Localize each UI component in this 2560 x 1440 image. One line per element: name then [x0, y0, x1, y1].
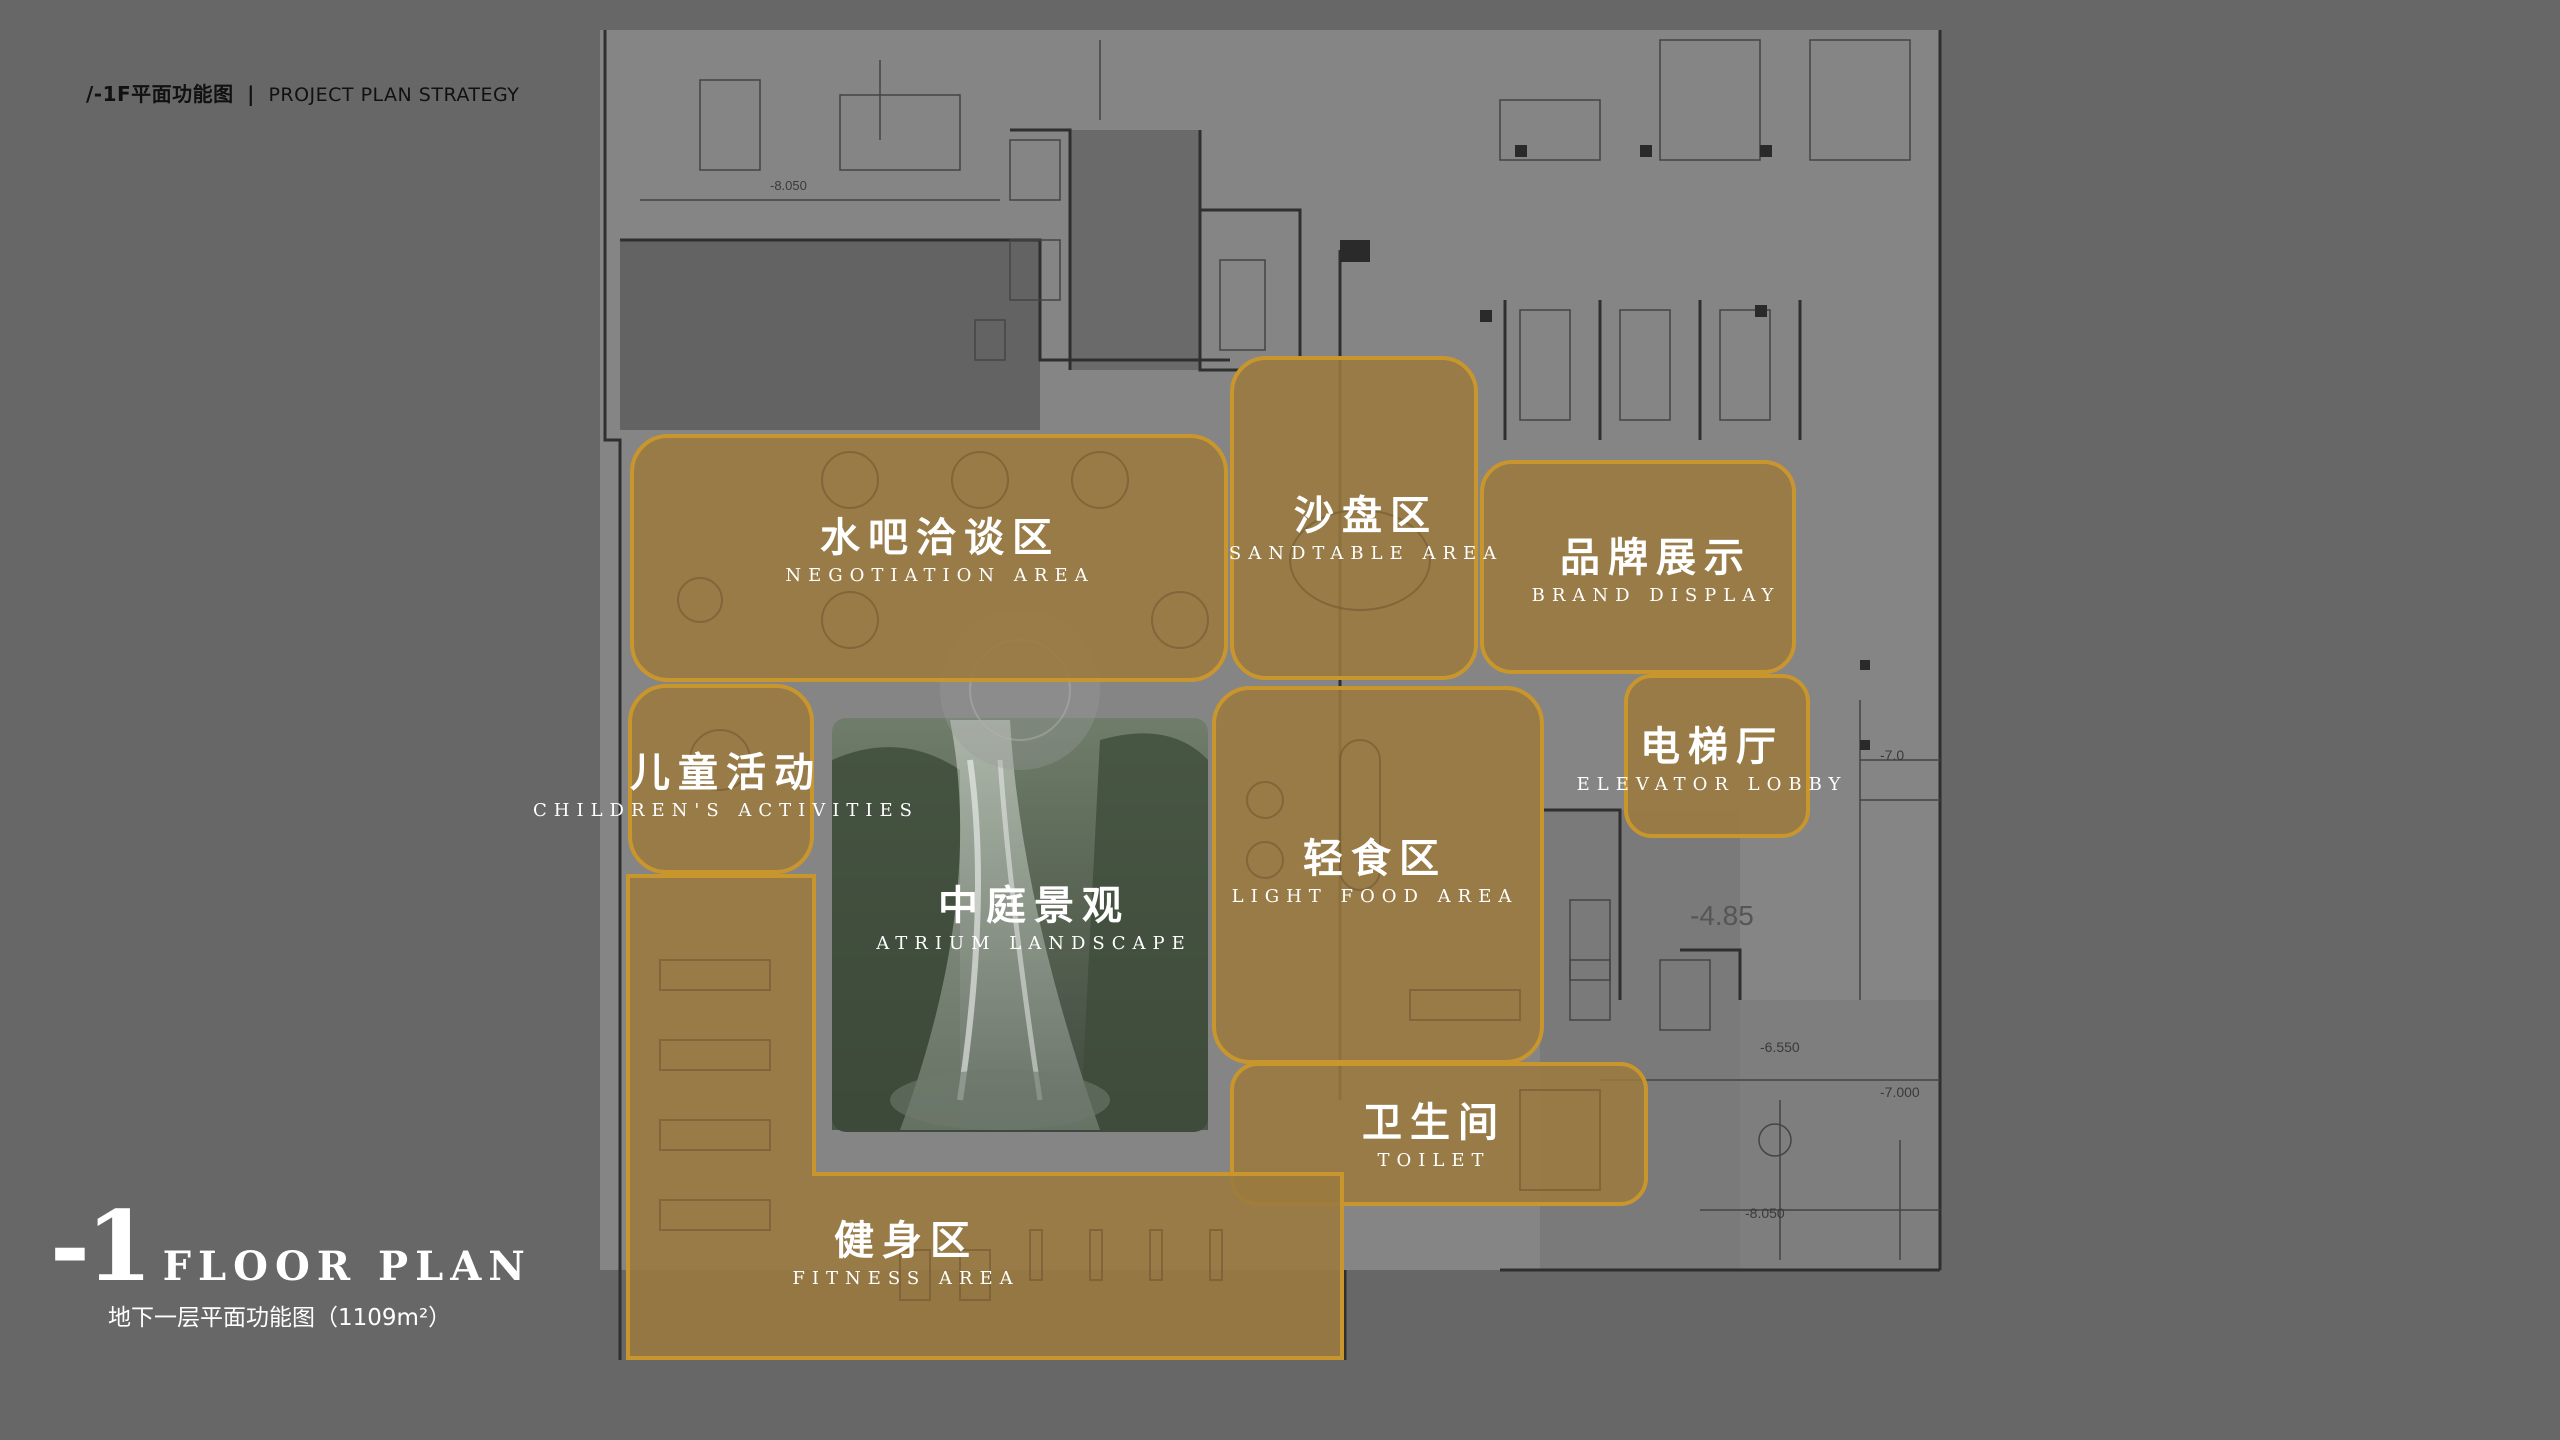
label-light-food: 轻食区 LIGHT FOOD AREA: [1232, 826, 1519, 907]
zone-brand-en: BRAND DISPLAY: [1531, 585, 1781, 606]
header-title-cn: /-1F平面功能图: [86, 82, 234, 106]
furniture-hints: [659, 451, 1601, 1301]
label-negotiation: 水吧洽谈区 NEGOTIATION AREA: [785, 505, 1094, 586]
zone-sandtable-en: SANDTABLE AREA: [1228, 543, 1504, 564]
elev-annotation-6: -7.0: [1880, 747, 1904, 763]
zone-fitness: [626, 874, 1344, 1360]
elev-annotation-4: -7.000: [1880, 1084, 1920, 1100]
label-children: 儿童活动 CHILDREN'S ACTIVITIES: [533, 740, 919, 821]
zone-brand-display: [1480, 460, 1796, 674]
zone-elevator-en: ELEVATOR LOBBY: [1576, 774, 1848, 795]
label-brand-display: 品牌展示 BRAND DISPLAY: [1532, 525, 1781, 606]
zone-atrium-en: ATRIUM LANDSCAPE: [876, 933, 1192, 954]
zone-children-cn: 儿童活动: [630, 750, 822, 796]
label-atrium: 中庭景观 ATRIUM LANDSCAPE: [876, 873, 1192, 954]
label-toilet: 卫生间 TOILET: [1362, 1090, 1506, 1171]
zone-brand-cn: 品牌展示: [1560, 535, 1752, 581]
zone-lightfood-cn: 轻食区: [1303, 836, 1447, 882]
zone-sandtable: [1230, 356, 1478, 680]
zone-toilet-cn: 卫生间: [1362, 1100, 1506, 1146]
elev-annotation-5: -8.050: [1745, 1205, 1785, 1221]
zone-negotiation-en: NEGOTIATION AREA: [785, 565, 1095, 586]
page-header: /-1F平面功能图 | PROJECT PLAN STRATEGY: [86, 78, 519, 107]
zone-toilet-en: TOILET: [1377, 1150, 1491, 1171]
elevation-annotations: -8.050 -4.85 -6.550 -7.000 -8.050 -7.0: [770, 178, 1920, 1221]
zone-toilet: [1230, 1062, 1648, 1206]
elev-annotation-1: -8.050: [770, 178, 807, 193]
zone-children-en: CHILDREN'S ACTIVITIES: [533, 800, 919, 821]
zone-atrium-cn: 中庭景观: [938, 883, 1130, 929]
zone-children: [628, 684, 814, 874]
floor-plan-word: FLOOR PLAN: [162, 1243, 532, 1290]
zone-fitness-en: FITNESS AREA: [792, 1268, 1020, 1289]
label-elevator-lobby: 电梯厅 ELEVATOR LOBBY: [1577, 714, 1848, 795]
label-sandtable: 沙盘区 SANDTABLE AREA: [1229, 483, 1503, 564]
function-zones: [626, 356, 1810, 1360]
zone-sandtable-cn: 沙盘区: [1293, 493, 1438, 539]
label-fitness: 健身区 FITNESS AREA: [792, 1208, 1019, 1289]
floor-number: -1: [50, 1190, 153, 1303]
zone-elevator-lobby: [1624, 674, 1810, 838]
elev-annotation-3: -6.550: [1760, 1039, 1800, 1055]
elev-annotation-2: -4.85: [1690, 900, 1754, 931]
header-separator: |: [247, 82, 255, 106]
header-title-en: PROJECT PLAN STRATEGY: [268, 84, 520, 106]
zone-fitness-cn: 健身区: [833, 1218, 978, 1264]
zone-elevator-cn: 电梯厅: [1639, 724, 1784, 770]
zone-negotiation-cn: 水吧洽谈区: [819, 515, 1060, 561]
atrium-landscape-image: [832, 610, 1208, 1132]
floor-plan-subtitle: 地下一层平面功能图（1109m²）: [108, 1305, 452, 1331]
zone-lightfood-en: LIGHT FOOD AREA: [1231, 886, 1519, 907]
